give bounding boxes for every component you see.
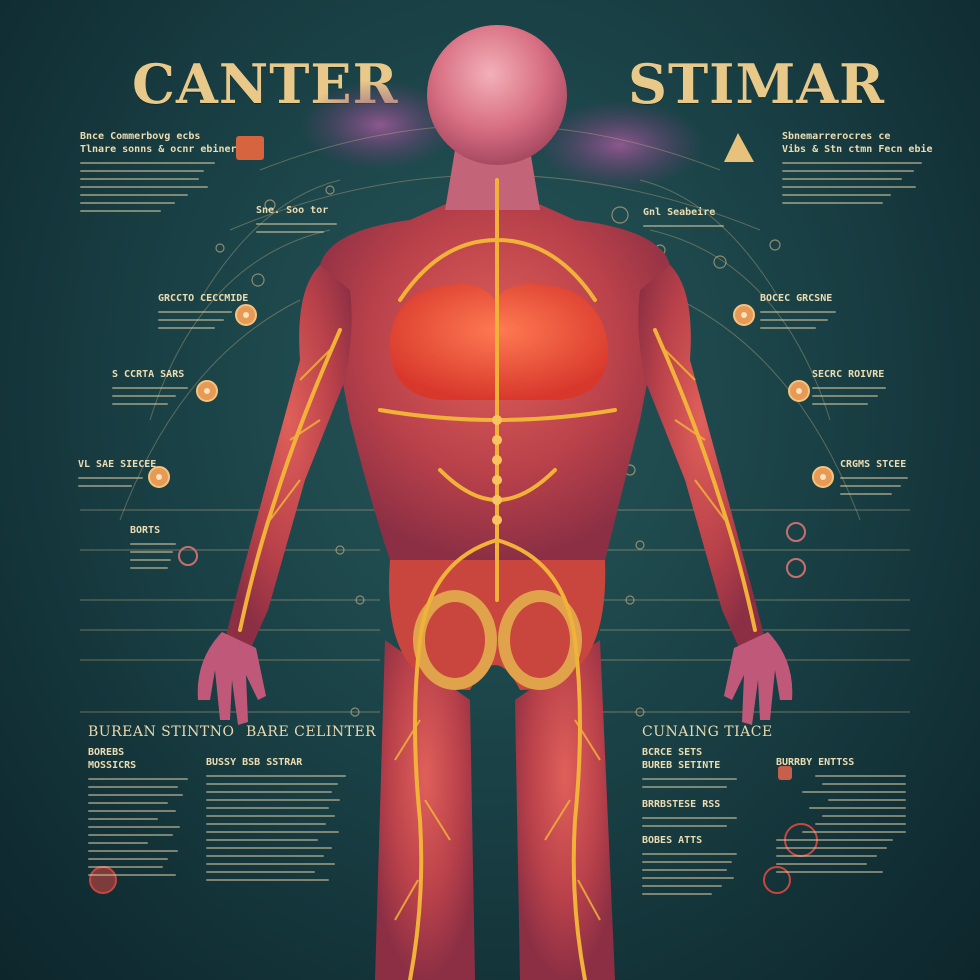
block-subheading: BUREB SETINTE bbox=[642, 760, 721, 771]
ring-marker-icon bbox=[178, 546, 198, 566]
cloud-left-shape bbox=[300, 80, 460, 170]
block-subheading: Tlnare sonns & ocnr ebiner bbox=[80, 144, 237, 155]
orange-marker-icon bbox=[235, 304, 257, 326]
block-heading: S CCRTA SARS bbox=[112, 369, 185, 380]
block-heading: VL SAE SIECEE bbox=[78, 459, 157, 470]
node-dots bbox=[215, 185, 781, 717]
nerve-branches bbox=[269, 349, 726, 921]
text-block-callout-right: Gnl Seabeire bbox=[643, 206, 733, 227]
organ-icon bbox=[236, 136, 264, 160]
ring-marker-icon bbox=[786, 522, 806, 542]
text-block-bottom-right-a: BCRCE SETS BUREB SETINTE bbox=[642, 746, 742, 788]
block-heading: BORTS bbox=[130, 525, 161, 536]
text-block-bottom-right-b: BRRBSTESE RSS bbox=[642, 798, 742, 827]
orange-marker-icon bbox=[196, 380, 218, 402]
block-heading: BURRBY ENTTSS bbox=[776, 757, 855, 768]
block-heading: BOCEC GRCSNE bbox=[760, 293, 833, 304]
block-heading: Gnl Seabeire bbox=[643, 207, 716, 218]
subheading-bottom-left-a: BUREAN STINTNO bbox=[88, 724, 235, 740]
text-block-mid-right-3: CRGMS STCEE bbox=[840, 458, 912, 495]
text-block-mid-left-2: S CCRTA SARS bbox=[112, 368, 192, 405]
text-block-bottom-right-c: BOBES ATTS bbox=[642, 834, 742, 895]
block-heading: GRCCTO CECCMIDE bbox=[158, 293, 249, 304]
block-subheading: Vibs & Stn ctmn Fecn ebie bbox=[782, 144, 933, 155]
text-block-callout-left: Sne. Soo tor bbox=[256, 204, 346, 233]
text-block-mid-left-4: BORTS bbox=[130, 524, 178, 569]
orange-marker-icon bbox=[733, 304, 755, 326]
text-block-mid-left-1: GRCCTO CECCMIDE bbox=[158, 292, 249, 329]
block-heading: BOBES ATTS bbox=[642, 835, 703, 846]
text-block-mid-right-1: BOCEC GRCSNE bbox=[760, 292, 840, 329]
orange-marker-icon bbox=[148, 466, 170, 488]
text-block-bottom-left-b: BUSSY BSB SSTRAR bbox=[206, 756, 346, 881]
block-heading: BCRCE SETS bbox=[642, 747, 703, 758]
block-heading: CRGMS STCEE bbox=[840, 459, 907, 470]
cloud-right-shape bbox=[535, 100, 705, 190]
text-block-top-right: Sbnemarrerocres ce Vibs & Stn ctmn Fecn … bbox=[782, 130, 933, 204]
organ-small-icon bbox=[778, 766, 792, 780]
block-subheading: MOSSICRS bbox=[88, 760, 137, 771]
title-right: STIMAR bbox=[628, 52, 885, 116]
subheading-bottom-right: CUNAING TIACE bbox=[642, 724, 773, 740]
block-heading: BRRBSTESE RSS bbox=[642, 799, 721, 810]
spine-vertebrae bbox=[492, 415, 502, 525]
block-heading: BUSSY BSB SSTRAR bbox=[206, 757, 303, 768]
block-heading: Sbnemarrerocres ce bbox=[782, 131, 891, 142]
text-block-mid-left-3: VL SAE SIECEE bbox=[78, 458, 157, 487]
block-heading: Sne. Soo tor bbox=[256, 205, 329, 216]
block-heading: Bnce Commerbovg ecbs bbox=[80, 131, 201, 142]
text-block-mid-right-2: SECRC ROIVRE bbox=[812, 368, 890, 405]
target-icon bbox=[763, 866, 791, 894]
text-block-bottom-right-d: BURRBY ENTTSS bbox=[776, 756, 906, 873]
block-heading: BOREBS bbox=[88, 747, 125, 758]
text-block-bottom-left-a: BOREBS MOSSICRS bbox=[88, 746, 188, 876]
warning-triangle-icon bbox=[724, 133, 754, 162]
orange-marker-icon bbox=[812, 466, 834, 488]
text-block-top-left: Bnce Commerbovg ecbs Tlnare sonns & ocnr… bbox=[80, 130, 237, 212]
block-heading: SECRC ROIVRE bbox=[812, 369, 885, 380]
ring-marker-icon bbox=[786, 558, 806, 578]
subheading-bottom-left-b: BARE CELINTER bbox=[246, 724, 377, 740]
orange-marker-icon bbox=[788, 380, 810, 402]
